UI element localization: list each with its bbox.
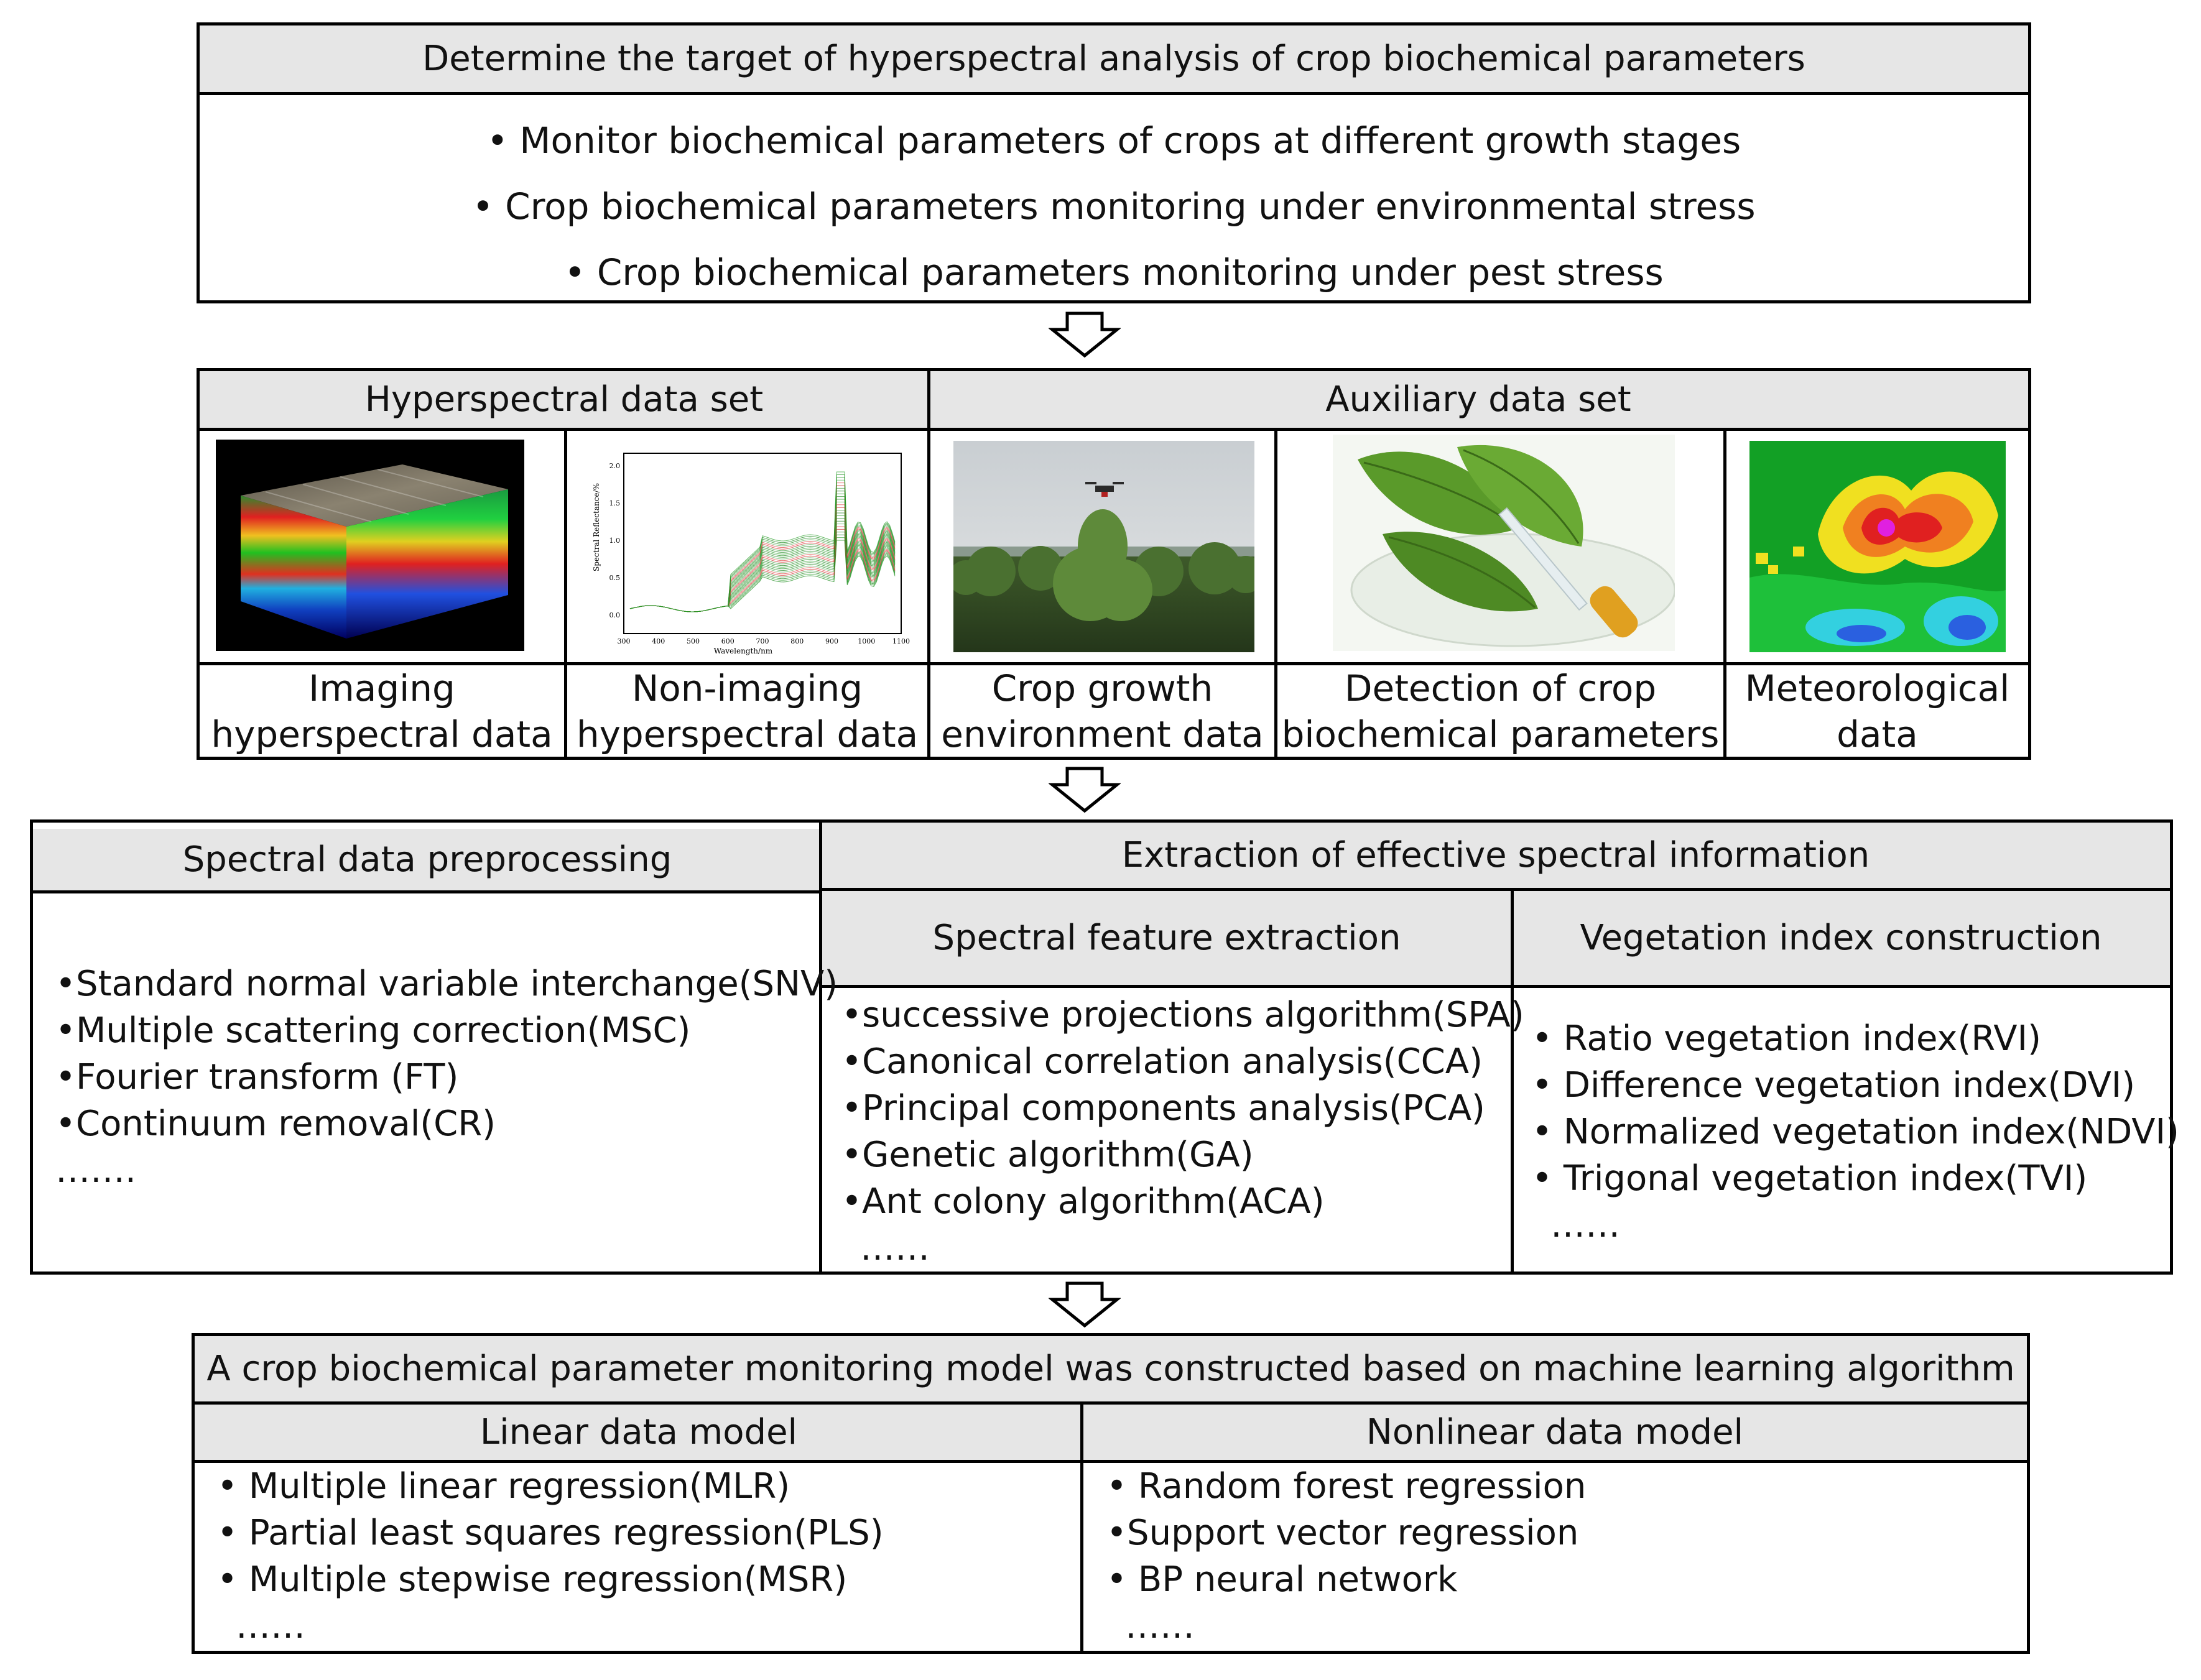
down-arrow-icon: [1049, 312, 1121, 358]
list-item: •Ant colony algorithm(ACA): [841, 1181, 1325, 1222]
hyperspectral-cube-image: [216, 440, 524, 651]
plot-xtick-label: 600: [721, 637, 734, 645]
extraction-header: Extraction of effective spectral informa…: [822, 823, 2170, 891]
divider: [1723, 431, 1726, 757]
spectral-curve: [629, 471, 896, 612]
list-item: • Normalized vegetation index(NDVI): [1532, 1112, 2179, 1152]
goal-list: • Monitor biochemical parameters of crop…: [200, 108, 2028, 305]
list-item: • Multiple linear regression(MLR): [217, 1466, 790, 1507]
list-item: ……: [1125, 1606, 1195, 1646]
list-item: •Canonical correlation analysis(CCA): [841, 1041, 1483, 1082]
plot-xtick-label: 900: [825, 637, 838, 645]
divider: [1274, 431, 1277, 757]
feature-extraction-list: •successive projections algorithm(SPA) •…: [841, 992, 1524, 1272]
plot-xtick-label: 500: [687, 637, 700, 645]
list-item: • Ratio vegetation index(RVI): [1532, 1018, 2041, 1059]
plot-ytick-label: 1.0: [609, 537, 621, 545]
list-item: • Random forest regression: [1106, 1466, 1587, 1507]
plot-xtick-label: 400: [652, 637, 665, 645]
list-item: •Principal components analysis(PCA): [841, 1088, 1485, 1128]
caption-imaging: Imaging hyperspectral data: [211, 667, 553, 755]
list-item: ……: [860, 1228, 930, 1268]
divider: [819, 823, 822, 1272]
divider: [200, 662, 2028, 665]
list-item: • Trigonal vegetation index(TVI): [1532, 1158, 2088, 1199]
divider: [1511, 891, 1514, 1272]
divider: [564, 431, 567, 757]
goal-item: • Crop biochemical parameters monitoring…: [564, 251, 1664, 293]
model-title: A crop biochemical parameter monitoring …: [195, 1336, 2027, 1405]
hyperspectral-header: Hyperspectral data set: [200, 371, 929, 431]
model-box: A crop biochemical parameter monitoring …: [192, 1333, 2030, 1654]
feature-extraction-header: Spectral feature extraction: [822, 891, 1512, 988]
preprocessing-header: Spectral data preprocessing: [33, 829, 822, 893]
weather-map-image: [1749, 441, 2006, 652]
vegetation-index-list: • Ratio vegetation index(RVI) • Differen…: [1532, 1015, 2179, 1248]
list-item: ……: [236, 1606, 305, 1646]
leaf-sample-photo: [1333, 435, 1675, 651]
goal-box: Determine the target of hyperspectral an…: [197, 22, 2031, 303]
list-item: •Standard normal variable interchange(SN…: [55, 964, 838, 1004]
plot-ytick-label: 0.0: [609, 611, 621, 619]
list-item: •Support vector regression: [1106, 1513, 1579, 1553]
processing-box: Spectral data preprocessing Extraction o…: [30, 819, 2179, 1275]
down-arrow-icon: [1049, 1281, 1121, 1328]
list-item: •Genetic algorithm(GA): [841, 1135, 1254, 1175]
plot-xtick-label: 800: [790, 637, 804, 645]
list-item: • Partial least squares regression(PLS): [217, 1513, 884, 1553]
divider: [927, 371, 930, 757]
vegetation-index-header: Vegetation index construction: [1512, 891, 2170, 988]
auxiliary-header: Auxiliary data set: [929, 371, 2028, 431]
plot-ylabel: Spectral Reflectance/%: [592, 483, 601, 571]
linear-model-list: • Multiple linear regression(MLR) • Part…: [217, 1463, 884, 1650]
list-item: …….: [55, 1150, 136, 1191]
plot-ytick-label: 1.5: [609, 499, 621, 507]
uav-field-photo: [953, 441, 1254, 652]
nonlinear-model-list: • Random forest regression •Support vect…: [1106, 1463, 1586, 1650]
list-item: •Multiple scattering correction(MSC): [55, 1010, 691, 1051]
plot-ytick-label: 0.5: [609, 574, 621, 582]
goal-item: • Crop biochemical parameters monitoring…: [472, 185, 1756, 228]
list-item: • BP neural network: [1106, 1559, 1458, 1600]
down-arrow-icon: [1049, 767, 1121, 813]
list-item: • Difference vegetation index(DVI): [1532, 1065, 2136, 1105]
list-item: •Fourier transform (FT): [55, 1057, 459, 1097]
preprocessing-list: •Standard normal variable interchange(SN…: [55, 961, 838, 1194]
plot-xtick-label: 300: [618, 637, 631, 645]
caption-meteorological: Meteorological data: [1745, 667, 2010, 755]
plot-xlabel: Wavelength/nm: [714, 647, 773, 655]
spectral-reflectance-plot: 2.0 1.5 1.0 0.5 0.0 300 400 500 600 700 800 900 100…: [580, 441, 916, 657]
plot-xtick-label: 1000: [858, 637, 875, 645]
list-item: •Continuum removal(CR): [55, 1104, 496, 1144]
caption-non-imaging: Non-imaging hyperspectral data: [576, 667, 919, 755]
nonlinear-model-header: Nonlinear data model: [1083, 1405, 2027, 1463]
plot-xtick-label: 1100: [892, 637, 910, 645]
caption-environment: Crop growth environment data: [941, 667, 1264, 755]
plot-ytick-label: 2.0: [609, 462, 621, 470]
linear-model-header: Linear data model: [195, 1405, 1083, 1463]
goal-title: Determine the target of hyperspectral an…: [200, 25, 2028, 95]
plot-xtick-label: 700: [756, 637, 769, 645]
caption-detection: Detection of crop biochemical parameters: [1281, 667, 1720, 755]
list-item: •successive projections algorithm(SPA): [841, 995, 1524, 1035]
list-item: • Multiple stepwise regression(MSR): [217, 1559, 848, 1600]
dataset-box: Hyperspectral data set Auxiliary data se…: [197, 368, 2031, 760]
divider: [1080, 1405, 1083, 1651]
goal-item: • Monitor biochemical parameters of crop…: [486, 119, 1741, 162]
list-item: ……: [1550, 1205, 1620, 1245]
